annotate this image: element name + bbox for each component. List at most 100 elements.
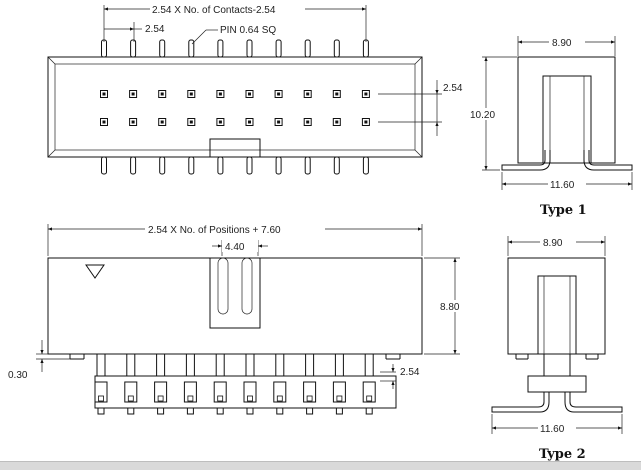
- contact-dot: [131, 92, 135, 96]
- front-pin-square: [127, 395, 134, 402]
- front-pin-housing: [243, 381, 257, 403]
- front-pin-square: [306, 395, 313, 402]
- pin1-triangle-icon: [85, 264, 105, 279]
- positions-length-label: 2.54 X No. of Positions + 7.60: [148, 225, 281, 236]
- contact-dot: [102, 92, 106, 96]
- front-pin-upper: [275, 353, 285, 377]
- type1-height-label: 10.20: [470, 110, 495, 121]
- front-pin-housing: [332, 381, 346, 403]
- latch: [209, 257, 261, 329]
- front-pin-housing: [183, 381, 197, 403]
- contact-dot: [248, 92, 251, 96]
- bottom-pin: [275, 156, 282, 175]
- contact-dot: [306, 92, 310, 96]
- top-pin: [304, 39, 311, 58]
- standoff-label: 0.30: [8, 370, 28, 381]
- body-height-label: 8.80: [440, 302, 460, 313]
- bottom-divider: [0, 461, 641, 470]
- front-pin-tip: [246, 407, 254, 415]
- contact-dot: [364, 92, 368, 96]
- front-pin-square: [247, 395, 253, 402]
- contact-dot: [189, 92, 193, 96]
- contact-dot: [277, 92, 281, 96]
- bottom-pin: [159, 156, 166, 175]
- front-body: [47, 257, 423, 355]
- bottom-pin: [246, 156, 253, 175]
- bottom-pin: [217, 156, 224, 175]
- top-pin: [130, 39, 137, 58]
- front-pin-housing: [124, 381, 138, 403]
- bottom-pin: [130, 156, 137, 175]
- front-pin-upper: [126, 353, 136, 377]
- front-pin-upper: [334, 353, 344, 377]
- bottom-pin: [362, 156, 369, 175]
- contact-dot: [160, 92, 164, 96]
- type1-foot-label: 11.60: [550, 180, 575, 191]
- front-pin-square: [217, 395, 224, 402]
- bottom-pin-row: [101, 156, 369, 175]
- front-pin-upper: [245, 353, 255, 377]
- front-pin-housing: [303, 381, 317, 403]
- contact-dot: [364, 120, 368, 124]
- polarization-key: [209, 138, 261, 158]
- front-view: 2.54 X No. of Positions + 7.60 4.40 8.80…: [8, 223, 471, 415]
- contact-dot: [102, 120, 106, 124]
- contact-dot: [306, 120, 310, 124]
- front-pin-tip: [157, 407, 165, 415]
- front-pin-square: [98, 395, 104, 402]
- key-width-label: 4.40: [225, 242, 245, 253]
- type1-caption: Type 1: [540, 203, 587, 218]
- front-pin-tip: [127, 407, 135, 415]
- front-pin-upper: [215, 353, 225, 377]
- contact-dot: [335, 92, 339, 96]
- contact-dot: [335, 120, 339, 124]
- contact-dot: [218, 92, 222, 96]
- front-pin-tip: [365, 407, 373, 415]
- type2-body: [507, 257, 606, 355]
- pin-carrier: [94, 375, 397, 409]
- contact-dot: [248, 120, 251, 124]
- contact-dot: [277, 120, 281, 124]
- bottom-pin: [333, 156, 340, 175]
- top-pin: [362, 39, 369, 58]
- front-pin-tip: [186, 407, 194, 415]
- top-view: 2.54 X No. of Contacts-2.54 2.54 PIN 0.6…: [47, 3, 463, 175]
- front-pin-square: [366, 395, 373, 402]
- front-pin-upper: [156, 353, 166, 377]
- header-body-inner: [54, 63, 416, 151]
- row-spacing-label: 2.54: [443, 83, 463, 94]
- front-pin-row: [94, 353, 376, 415]
- front-pin-tip: [216, 407, 224, 415]
- front-pin-square: [157, 395, 164, 402]
- contact-dot: [189, 120, 193, 124]
- type1-body: [517, 56, 616, 164]
- front-pin-housing: [362, 381, 376, 403]
- pin-spec-label: PIN 0.64 SQ: [220, 25, 276, 36]
- front-pin-square: [276, 395, 283, 402]
- type1-side-view: 8.90 10.20 11.60 Type 1: [468, 36, 633, 218]
- front-pin-housing: [273, 381, 287, 403]
- type1-width-label: 8.90: [552, 38, 572, 49]
- header-body-outline: [47, 56, 423, 158]
- front-pin-upper: [185, 353, 195, 377]
- bottom-pin: [304, 156, 311, 175]
- contact-dot: [218, 120, 222, 124]
- type2-caption: Type 2: [539, 447, 586, 462]
- pitch-header-label: 2.54 X No. of Contacts-2.54: [152, 5, 276, 16]
- front-pin-square: [187, 395, 194, 402]
- top-pin: [101, 39, 107, 58]
- pitch-label: 2.54: [145, 24, 165, 35]
- top-pin: [275, 39, 282, 58]
- pin-pitch-bottom-label: 2.54: [400, 367, 420, 378]
- front-pin-housing: [213, 381, 227, 403]
- top-pin: [246, 39, 253, 58]
- contact-grid: [100, 90, 370, 126]
- front-pin-housing: [154, 381, 168, 403]
- top-pin: [217, 39, 224, 58]
- bottom-pin: [188, 156, 195, 175]
- front-pin-upper: [364, 353, 374, 377]
- top-pin: [159, 39, 166, 58]
- front-pin-tip: [276, 407, 284, 415]
- front-pin-square: [336, 395, 343, 402]
- contact-dot: [131, 120, 135, 124]
